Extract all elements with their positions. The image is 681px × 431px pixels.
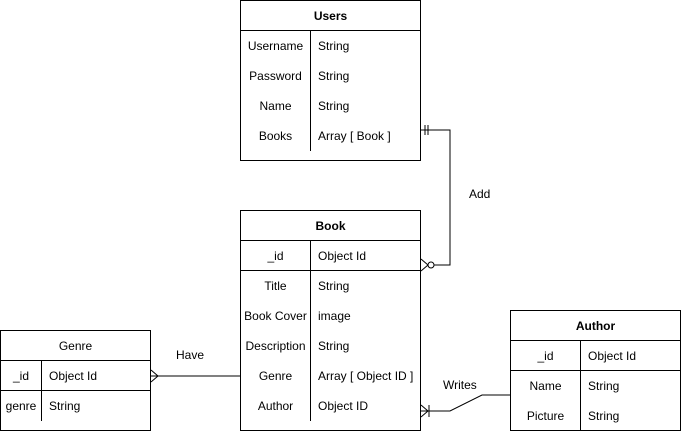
- connector-writes: [420, 394, 510, 418]
- field-name: Genre: [258, 369, 293, 383]
- field-name: genre: [5, 399, 37, 413]
- field-row-key: _id Object Id: [241, 241, 420, 271]
- field-row: Title String: [241, 271, 420, 301]
- field-row: Author Object ID: [241, 391, 420, 421]
- field-type: String: [588, 409, 620, 423]
- field-row: Username String: [241, 31, 420, 61]
- field-row: Genre Array [ Object ID ]: [241, 361, 420, 391]
- field-name: Author: [257, 399, 294, 413]
- field-row: Book Cover image: [241, 301, 420, 331]
- entity-genre[interactable]: Genre _id Object Id genre String: [0, 330, 151, 431]
- field-name: _id: [12, 369, 29, 383]
- field-name: Username: [247, 39, 304, 53]
- field-name: Password: [249, 69, 302, 83]
- entity-book[interactable]: Book _id Object Id Title String Book Cov…: [240, 210, 421, 431]
- field-row: Picture String: [511, 401, 680, 431]
- field-type: String: [49, 399, 81, 413]
- field-name: Description: [245, 339, 306, 353]
- connector-have: [150, 369, 240, 383]
- entity-author[interactable]: Author _id Object Id Name String Picture…: [510, 310, 681, 431]
- field-name: Picture: [526, 409, 565, 423]
- field-type: image: [318, 309, 351, 323]
- field-row: Password String: [241, 61, 420, 91]
- field-name: Title: [264, 279, 287, 293]
- entity-title: Users: [241, 1, 420, 31]
- connector-add: [420, 125, 451, 272]
- field-type: Object Id: [588, 349, 637, 363]
- field-row: Name String: [511, 371, 680, 401]
- field-row: genre String: [1, 391, 150, 421]
- field-row: Description String: [241, 331, 420, 361]
- relation-label-have: Have: [176, 348, 205, 362]
- field-name: _id: [267, 249, 284, 263]
- field-type: String: [318, 39, 350, 53]
- relation-label-writes: Writes: [443, 378, 477, 392]
- entity-title: Genre: [1, 331, 150, 361]
- field-type: Array [ Book ]: [318, 129, 391, 143]
- field-row-key: _id Object Id: [511, 341, 680, 371]
- field-type: String: [318, 339, 350, 353]
- field-type: Object Id: [318, 249, 367, 263]
- entity-title: Author: [511, 311, 680, 341]
- field-name: _id: [537, 349, 554, 363]
- field-type: String: [318, 279, 350, 293]
- field-type: String: [588, 379, 620, 393]
- field-type: Object ID: [318, 399, 369, 413]
- field-name: Books: [258, 129, 293, 143]
- relation-label-add: Add: [469, 187, 491, 201]
- field-type: Object Id: [49, 369, 98, 383]
- field-row: Name String: [241, 91, 420, 121]
- field-type: String: [318, 99, 350, 113]
- field-name: Name: [259, 99, 292, 113]
- field-type: String: [318, 69, 350, 83]
- field-type: Array [ Object ID ]: [318, 369, 414, 383]
- field-row: Books Array [ Book ]: [241, 121, 420, 151]
- entity-users[interactable]: Users Username String Password String Na…: [240, 0, 421, 161]
- field-name: Book Cover: [244, 309, 307, 323]
- field-name: Name: [529, 379, 562, 393]
- entity-title: Book: [241, 211, 420, 241]
- field-row-key: _id Object Id: [1, 361, 150, 391]
